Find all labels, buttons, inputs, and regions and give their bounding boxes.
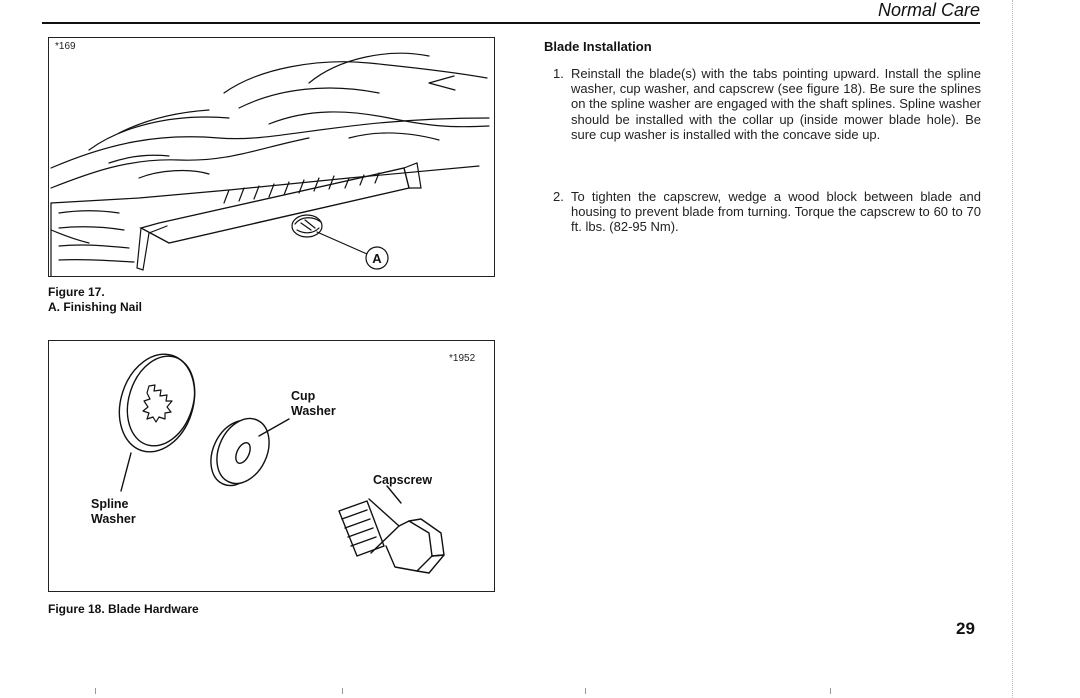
figure-17-caption-item: A. Finishing Nail <box>48 300 143 314</box>
page-header-title: Normal Care <box>877 0 980 20</box>
label-spline-washer-line2: Washer <box>91 512 136 526</box>
crop-mark <box>95 688 96 694</box>
label-cup-washer: Cup Washer <box>291 389 336 419</box>
step-2-text: To tighten the capscrew, wedge a wood bl… <box>571 189 981 235</box>
header-rule <box>42 22 980 24</box>
label-spline-washer-line1: Spline <box>91 497 129 511</box>
margin-line <box>1012 0 1013 698</box>
figure-18-id-mark: *1952 <box>449 353 476 364</box>
page-number: 29 <box>956 619 975 638</box>
callout-a-label: A <box>372 251 382 266</box>
blade-hardware-drawing <box>118 353 445 574</box>
figure-18-illustration: *1952 Cup Washer Caps <box>48 340 495 592</box>
step-1-number: 1. <box>553 66 564 81</box>
label-cup-washer-line1: Cup <box>291 389 316 403</box>
step-1: 1. Reinstall the blade(s) with the tabs … <box>553 66 981 142</box>
blade-wood-block-drawing: A <box>50 52 490 276</box>
crop-mark <box>585 688 586 694</box>
section-heading: Blade Installation <box>544 39 652 54</box>
label-cup-washer-line2: Washer <box>291 404 336 418</box>
crop-mark <box>342 688 343 694</box>
label-spline-washer: Spline Washer <box>91 497 136 527</box>
step-1-text: Reinstall the blade(s) with the tabs poi… <box>571 66 981 142</box>
figure-18-caption: Figure 18. Blade Hardware <box>48 602 199 616</box>
figure-17-id-mark: *169 <box>55 41 76 52</box>
figure-17-caption-title: Figure 17. <box>48 285 105 299</box>
crop-mark <box>830 688 831 694</box>
step-2: 2. To tighten the capscrew, wedge a wood… <box>553 189 981 235</box>
step-2-number: 2. <box>553 189 564 204</box>
label-capscrew: Capscrew <box>373 473 433 487</box>
figure-17-illustration: *169 <box>48 37 495 277</box>
